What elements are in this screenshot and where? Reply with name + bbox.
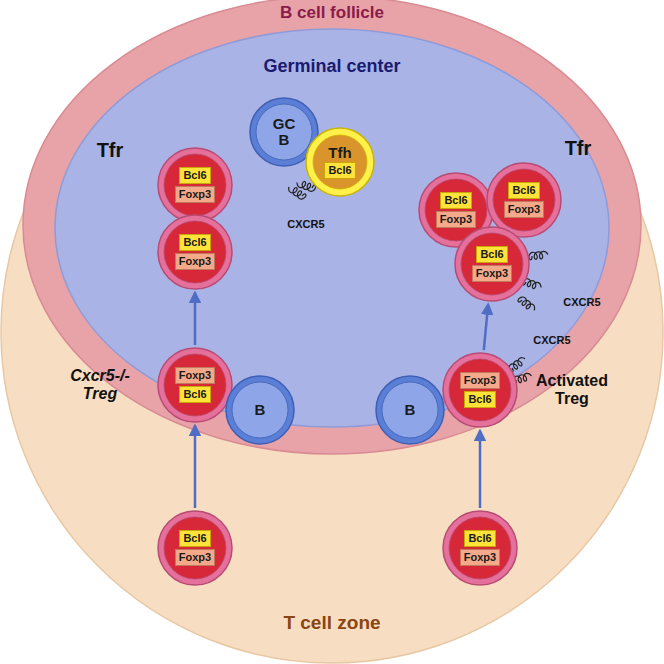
treg-cell: Foxp3Bcl6 (157, 347, 233, 423)
cell-name: B (255, 402, 266, 418)
cell-nucleus (164, 354, 226, 416)
cell-nucleus (313, 135, 367, 189)
cxcr5-receptor (522, 279, 541, 289)
gene-box: Bcl6 (179, 167, 210, 184)
cell-membrane (306, 128, 374, 196)
cxcr5-receptor (297, 181, 316, 191)
gene-box: Bcl6 (179, 234, 210, 251)
cell-nucleus (493, 169, 555, 231)
tfh-cell: TfhBcl6 (305, 127, 375, 197)
gene-box: Foxp3 (472, 265, 512, 282)
treg-cell: Bcl6Foxp3 (486, 162, 562, 238)
receptor-label: CXCR5 (276, 218, 336, 231)
region-label: B cell follicle (22, 3, 642, 23)
cell-outline (442, 510, 518, 586)
gene-box: Foxp3 (460, 549, 500, 566)
cell-outline (157, 510, 233, 586)
gene-box: Bcl6 (464, 391, 495, 408)
treg-cell: Bcl6Foxp3 (454, 226, 530, 302)
gene-box: Bcl6 (324, 162, 355, 179)
germinal-center: Germinal centerGC BTfhBcl6Bcl6Foxp3Bcl6F… (54, 28, 610, 428)
cell-nucleus (449, 517, 511, 579)
treg-cell: Bcl6Foxp3 (157, 510, 233, 586)
gene-box: Bcl6 (464, 530, 495, 547)
gene-box: Foxp3 (175, 549, 215, 566)
b-cell: B (225, 375, 295, 445)
cell-name: Tfh (328, 145, 351, 161)
cell-nucleus (164, 154, 226, 216)
gene-box: Foxp3 (175, 367, 215, 384)
gene-box: Bcl6 (179, 530, 210, 547)
cell-membrane (158, 511, 232, 585)
cell-nucleus (256, 104, 312, 160)
gene-box: Foxp3 (175, 253, 215, 270)
cxcr5-receptor (509, 358, 525, 372)
cell-outline (157, 214, 233, 290)
cell-outline (442, 352, 518, 428)
cell-nucleus (449, 359, 511, 421)
cell-outline (157, 147, 233, 223)
cell-outline (486, 162, 562, 238)
differentiation-arrow (194, 426, 197, 508)
cell-state-label: Cxcr5-/- Treg (62, 367, 138, 404)
cell-outline (454, 226, 530, 302)
cell-membrane (158, 348, 232, 422)
receptor-label: CXCR5 (552, 296, 612, 309)
cell-membrane (443, 353, 517, 427)
cell-membrane (376, 376, 444, 444)
b-cell: B (375, 375, 445, 445)
cell-nucleus (232, 382, 288, 438)
cell-state-label: Activated Treg (532, 372, 612, 409)
cell-nucleus (382, 382, 438, 438)
cxcr5-receptor (529, 251, 548, 259)
gene-box: Bcl6 (440, 192, 471, 209)
cxcr5-receptor (518, 297, 535, 310)
cell-membrane (158, 215, 232, 289)
gene-box: Foxp3 (436, 211, 476, 228)
cxcr5-receptor (289, 187, 306, 199)
treg-cell: Bcl6Foxp3 (442, 510, 518, 586)
gene-box: Bcl6 (476, 246, 507, 263)
cell-name: B (405, 402, 416, 418)
differentiation-arrow (479, 431, 482, 508)
region-label: Germinal center (54, 56, 610, 77)
cell-membrane (226, 376, 294, 444)
cell-nucleus (164, 221, 226, 283)
treg-cell: Bcl6Foxp3 (157, 214, 233, 290)
differentiation-arrow (484, 305, 488, 350)
cell-outline (157, 347, 233, 423)
cxcr5-receptor (513, 373, 531, 384)
treg-cell: Bcl6Foxp3 (157, 147, 233, 223)
cell-membrane (158, 148, 232, 222)
receptor-label: CXCR5 (522, 334, 582, 347)
cell-nucleus (164, 517, 226, 579)
gene-box: Foxp3 (504, 201, 544, 218)
gene-box: Bcl6 (179, 386, 210, 403)
cell-membrane (455, 227, 529, 301)
treg-cell: Foxp3Bcl6 (442, 352, 518, 428)
cell-type-label: Tfr (553, 137, 603, 160)
gene-box: Foxp3 (175, 186, 215, 203)
gene-box: Bcl6 (508, 182, 539, 199)
region-shape (55, 29, 609, 427)
gene-box: Foxp3 (460, 372, 500, 389)
cell-type-label: Tfr (85, 139, 135, 162)
differentiation-arrow (194, 293, 197, 345)
region-shape (23, 0, 641, 454)
cell-membrane (487, 163, 561, 237)
region-label: T cell zone (0, 612, 664, 634)
cell-membrane (443, 511, 517, 585)
cell-nucleus (461, 233, 523, 295)
cell-name: GC B (272, 116, 296, 148)
